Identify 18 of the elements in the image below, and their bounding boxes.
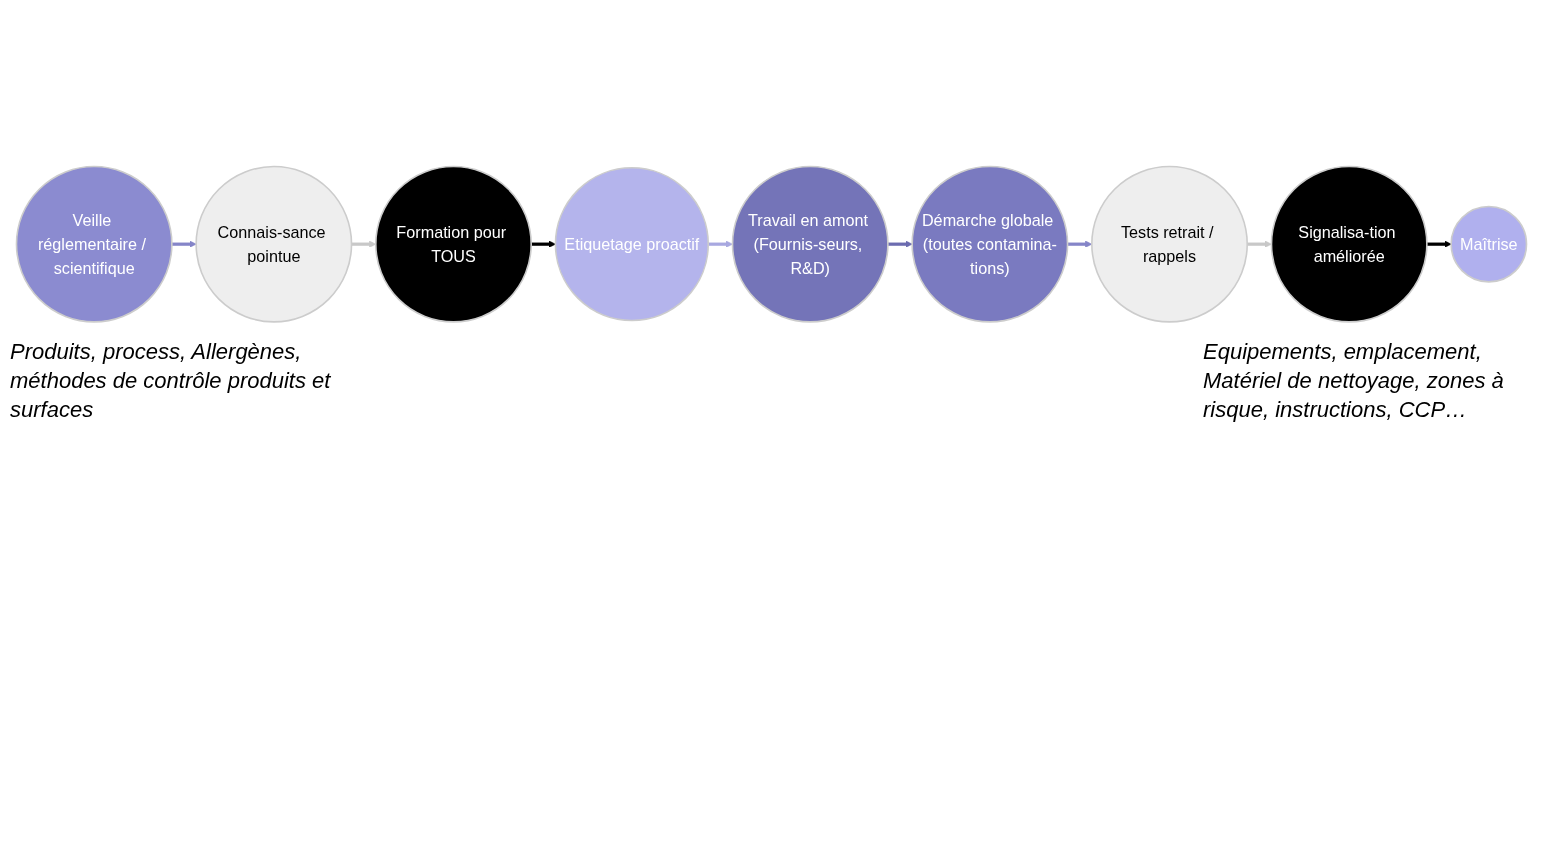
node-circle: Veille réglementaire / scientifique: [15, 165, 173, 323]
node-circle: Formation pour TOUS: [375, 165, 532, 323]
arrow: [1067, 240, 1093, 248]
node-circle: Travail en amont (Fournis-seurs, R&D): [731, 165, 889, 323]
node-circle: Maîtrise: [1450, 205, 1528, 283]
arrow: [887, 240, 913, 248]
node-circle: Démarche globale (toutes contamina-tions): [911, 165, 1069, 323]
node-circle: Etiquetage proactif: [554, 166, 710, 322]
arrow: [708, 240, 733, 248]
note-text: Produits, process, Allergènes, méthodes de contrôle produits et surfaces: [10, 338, 332, 424]
arrow: [171, 240, 197, 248]
note-text: Equipements, emplacement, Matériel de nettoyage, zones à risque, instructions, CCP…: [1203, 338, 1505, 424]
arrow: [1247, 240, 1272, 248]
arrow: [1426, 240, 1452, 248]
node-circle: Signalisa-tion améliorée: [1270, 165, 1428, 323]
node-circle: Tests retrait / rappels: [1091, 165, 1248, 323]
node-circle: Connais-sance pointue: [195, 165, 353, 323]
arrow: [531, 240, 556, 248]
